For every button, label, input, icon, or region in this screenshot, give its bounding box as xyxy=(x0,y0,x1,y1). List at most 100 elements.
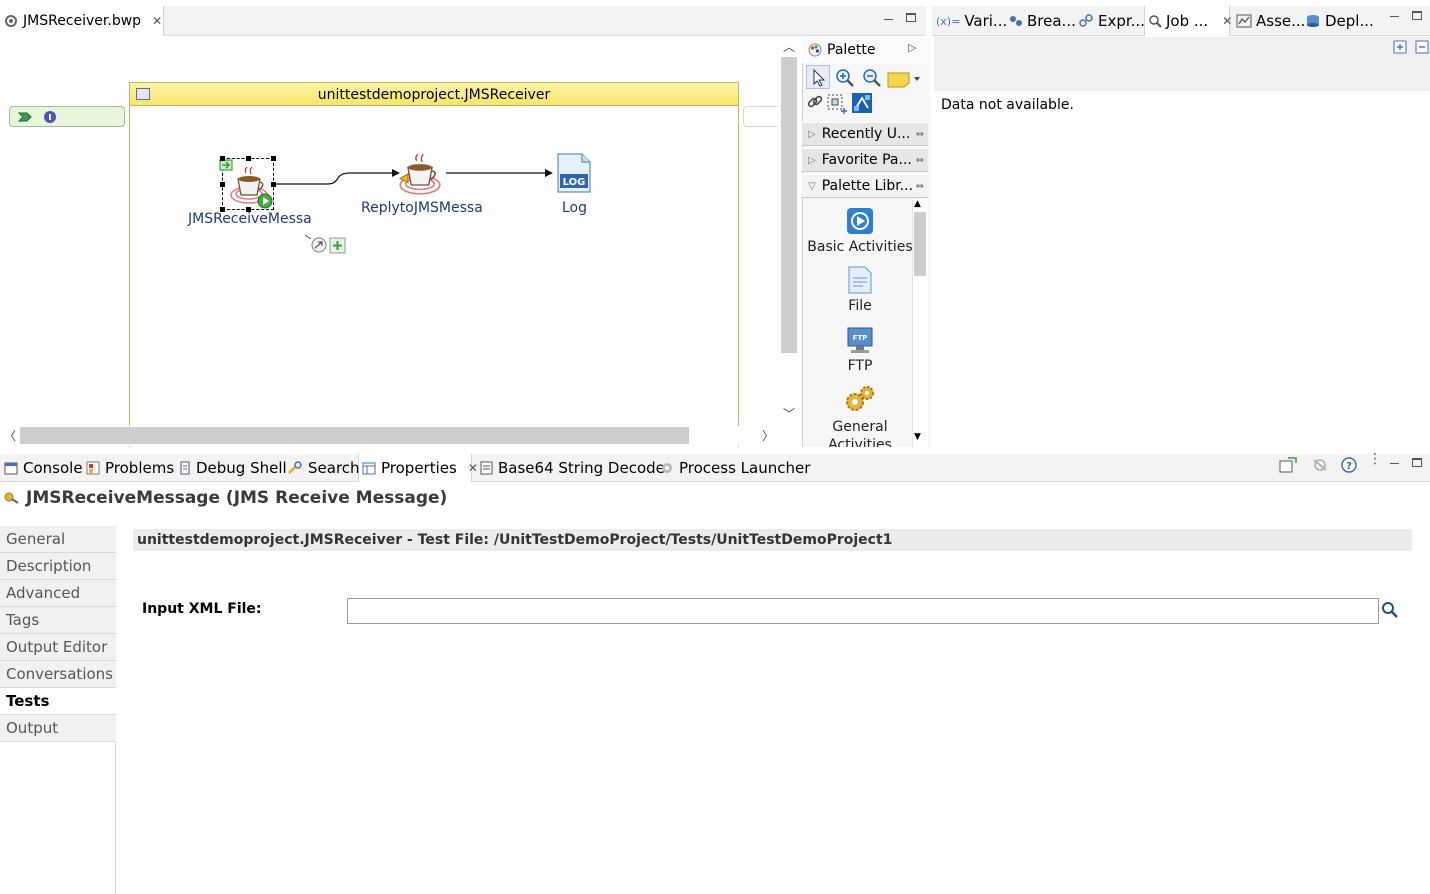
tab-label: Brea... xyxy=(1027,12,1076,30)
close-icon[interactable]: ✕ xyxy=(1222,14,1233,28)
scroll-right-icon[interactable]: 〉 xyxy=(762,429,775,443)
tab-search[interactable]: Search xyxy=(287,454,360,482)
properties-tab-general[interactable]: General xyxy=(0,526,116,553)
tab-base64-decoder[interactable]: Base64 String Decoder xyxy=(480,454,671,482)
activity-label[interactable]: JMSReceiveMessa xyxy=(188,211,312,227)
marquee-tool-icon[interactable] xyxy=(826,93,848,115)
palette-item-ftp[interactable]: FTP FTP xyxy=(806,326,914,374)
scroll-down-icon[interactable]: ﹀ xyxy=(783,407,796,421)
selection-handle[interactable] xyxy=(271,156,276,161)
tab-expressions[interactable]: Expr... xyxy=(1078,6,1145,36)
palette-drawer-library[interactable]: ▽ Palette Libr... ⇔ xyxy=(802,174,928,198)
palette-scroll-thumb[interactable] xyxy=(914,212,926,276)
close-icon[interactable]: ✕ xyxy=(152,14,163,28)
palette-header[interactable]: Palette ▷ xyxy=(802,37,930,63)
expand-all-icon[interactable] xyxy=(1393,40,1407,54)
collapse-all-icon[interactable] xyxy=(1415,40,1429,54)
palette-item-file[interactable]: File xyxy=(806,266,914,314)
tab-debug-shell[interactable]: Debug Shell xyxy=(179,454,287,482)
minimize-icon[interactable] xyxy=(1388,456,1402,470)
process-title: unittestdemoproject.JMSReceiver xyxy=(317,87,551,103)
close-icon[interactable]: ✕ xyxy=(467,461,478,475)
properties-tab-description[interactable]: Description xyxy=(0,553,116,580)
minimize-icon[interactable] xyxy=(882,12,896,26)
tab-label: Debug Shell xyxy=(196,459,287,477)
link-tool-icon[interactable] xyxy=(806,93,824,111)
tab-label: Job ... xyxy=(1166,12,1209,30)
scroll-up-icon[interactable]: ︿ xyxy=(783,40,796,54)
editor-tab-jmsreceiver[interactable]: JMSReceiver.bwp ✕ xyxy=(0,6,164,36)
input-xml-file-field[interactable] xyxy=(347,598,1379,624)
tab-properties[interactable]: Properties ✕ xyxy=(362,454,478,482)
tab-label: Depl... xyxy=(1325,12,1374,30)
pin-view-icon[interactable] xyxy=(1279,457,1297,473)
tab-breakpoints[interactable]: Brea... xyxy=(1009,6,1076,36)
job-icon xyxy=(1149,15,1162,28)
zoom-in-icon[interactable] xyxy=(835,68,855,88)
tab-job[interactable]: Job ... ✕ xyxy=(1148,6,1232,36)
palette-item-basic-activities[interactable]: Basic Activities xyxy=(806,207,914,255)
tab-variables[interactable]: (x)= Vari... xyxy=(936,6,1007,36)
properties-tab-conversations[interactable]: Conversations xyxy=(0,661,116,688)
pointer-icon xyxy=(813,69,826,87)
help-icon[interactable]: ? xyxy=(1341,457,1357,473)
process-header[interactable]: unittestdemoproject.JMSReceiver xyxy=(129,82,739,106)
tab-deployment[interactable]: Depl... xyxy=(1305,6,1374,36)
process-end-element[interactable] xyxy=(743,106,781,127)
tab-console[interactable]: Console xyxy=(4,454,83,482)
tab-process-launcher[interactable]: Process Launcher xyxy=(660,454,810,482)
maximize-icon[interactable] xyxy=(906,13,916,22)
zoom-out-icon[interactable] xyxy=(862,68,882,88)
view-menu-icon[interactable]: ⋮ xyxy=(1368,451,1382,467)
tab-problems[interactable]: Problems xyxy=(86,454,174,482)
selection-handle[interactable] xyxy=(220,182,225,187)
properties-tab-tests[interactable]: Tests xyxy=(0,688,116,715)
selection-handle[interactable] xyxy=(246,207,251,212)
activity-label[interactable]: ReplytoJMSMessa xyxy=(361,200,483,216)
maximize-icon[interactable] xyxy=(1412,458,1422,467)
log-activity[interactable]: LOG xyxy=(556,153,592,193)
properties-tab-tags[interactable]: Tags xyxy=(0,607,116,634)
properties-tab-output[interactable]: Output xyxy=(0,715,116,742)
pin-icon[interactable]: ⇔ xyxy=(915,180,924,192)
process-icon xyxy=(136,88,150,100)
pin-icon[interactable]: ⇔ xyxy=(915,154,924,166)
palette-drawer-favorite[interactable]: ▷ Favorite Pa... ⇔ xyxy=(802,148,928,172)
reply-jms-activity[interactable] xyxy=(398,152,442,196)
process-canvas[interactable]: unittestdemoproject.JMSReceiver xyxy=(0,37,800,447)
note-tool-icon[interactable] xyxy=(887,70,921,88)
search-icon[interactable] xyxy=(1381,601,1399,619)
minimize-icon[interactable] xyxy=(1388,9,1402,23)
palette-item-general-activities[interactable]: General Activities xyxy=(806,384,914,447)
tab-assertions[interactable]: Asse... xyxy=(1236,6,1305,36)
canvas-horizontal-scroll-thumb[interactable] xyxy=(20,427,689,444)
selection-handle[interactable] xyxy=(220,207,225,212)
pin-icon[interactable]: ⇔ xyxy=(915,128,924,140)
maximize-icon[interactable] xyxy=(1412,11,1422,20)
palette-drawer-label: Favorite Pa... xyxy=(821,152,912,168)
jms-receive-activity[interactable] xyxy=(219,156,276,212)
activity-connections xyxy=(272,169,553,185)
transition-tool-icon[interactable] xyxy=(851,92,873,114)
select-tool[interactable] xyxy=(806,65,830,89)
tab-label: Properties xyxy=(381,459,457,477)
scroll-left-icon[interactable]: 〈 xyxy=(4,429,17,443)
selection-handle[interactable] xyxy=(220,156,225,161)
ftp-icon-text: FTP xyxy=(853,334,868,342)
process-container[interactable] xyxy=(129,82,739,447)
process-start-element[interactable] xyxy=(9,106,125,127)
problems-icon xyxy=(86,461,100,475)
activity-label[interactable]: Log xyxy=(562,200,588,216)
properties-tab-advanced[interactable]: Advanced xyxy=(0,580,116,607)
tab-label: Search xyxy=(308,459,360,477)
scroll-down-icon[interactable]: ▼ xyxy=(914,432,921,442)
canvas-vertical-scroll-thumb[interactable] xyxy=(781,57,797,353)
selection-handle[interactable] xyxy=(246,156,251,161)
sync-icon[interactable] xyxy=(1311,457,1329,473)
scroll-up-icon[interactable]: ▲ xyxy=(914,199,921,209)
properties-tab-output-editor[interactable]: Output Editor xyxy=(0,634,116,661)
palette-item-label: Basic Activities xyxy=(807,239,913,255)
palette-drawer-recently-used[interactable]: ▷ Recently U... ⇔ xyxy=(802,122,928,146)
selection-handle[interactable] xyxy=(271,182,276,187)
palette-collapse-icon[interactable]: ▷ xyxy=(908,41,917,54)
